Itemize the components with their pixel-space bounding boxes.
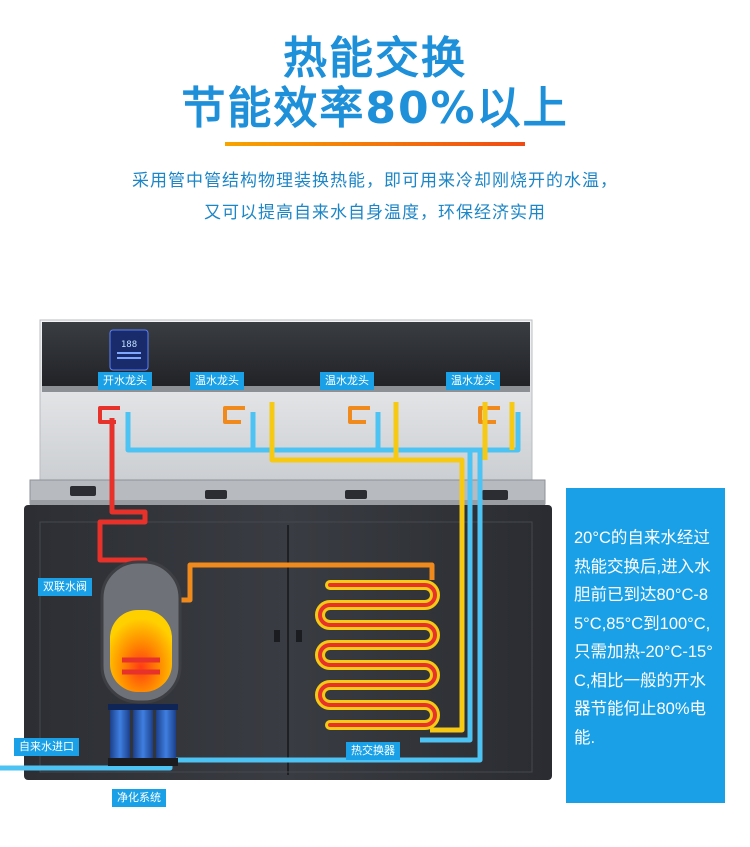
display-readout: 188 bbox=[121, 340, 137, 350]
tap-warm-3 bbox=[478, 406, 500, 424]
label-water-inlet: 自来水进口 bbox=[14, 738, 79, 756]
label-heat-exchanger: 热交换器 bbox=[346, 742, 400, 760]
label-purification: 净化系统 bbox=[112, 789, 166, 807]
tap-warm-1 bbox=[223, 406, 245, 424]
water-dispenser-diagram: 188 bbox=[0, 319, 552, 780]
purification-filters bbox=[108, 704, 178, 766]
label-boiling-tap: 开水龙头 bbox=[98, 372, 152, 390]
info-box: 20°C的自来水经过热能交换后,进入水胆前已到达80°C-85°C,85°C到1… bbox=[566, 488, 725, 803]
label-warm-tap-2: 温水龙头 bbox=[320, 372, 374, 390]
title-underline bbox=[225, 142, 525, 146]
label-warm-tap-3: 温水龙头 bbox=[446, 372, 500, 390]
headline-line-2: 节能效率80%以上 bbox=[181, 83, 569, 134]
boiler-tank bbox=[100, 560, 182, 704]
control-display bbox=[109, 329, 149, 371]
description-line-1: 采用管中管结构物理装换热能，即可用来冷却刚烧开的水温， bbox=[132, 171, 618, 191]
description-line-2: 又可以提高自来水自身温度，环保经济实用 bbox=[204, 203, 546, 223]
heat-exchanger-coil bbox=[315, 580, 440, 730]
tap-warm-2 bbox=[348, 406, 370, 424]
label-warm-tap-1: 温水龙头 bbox=[190, 372, 244, 390]
label-dual-valve: 双联水阀 bbox=[38, 578, 92, 596]
tap-boiling bbox=[98, 406, 120, 424]
headline-line-1: 热能交换 bbox=[283, 33, 467, 84]
